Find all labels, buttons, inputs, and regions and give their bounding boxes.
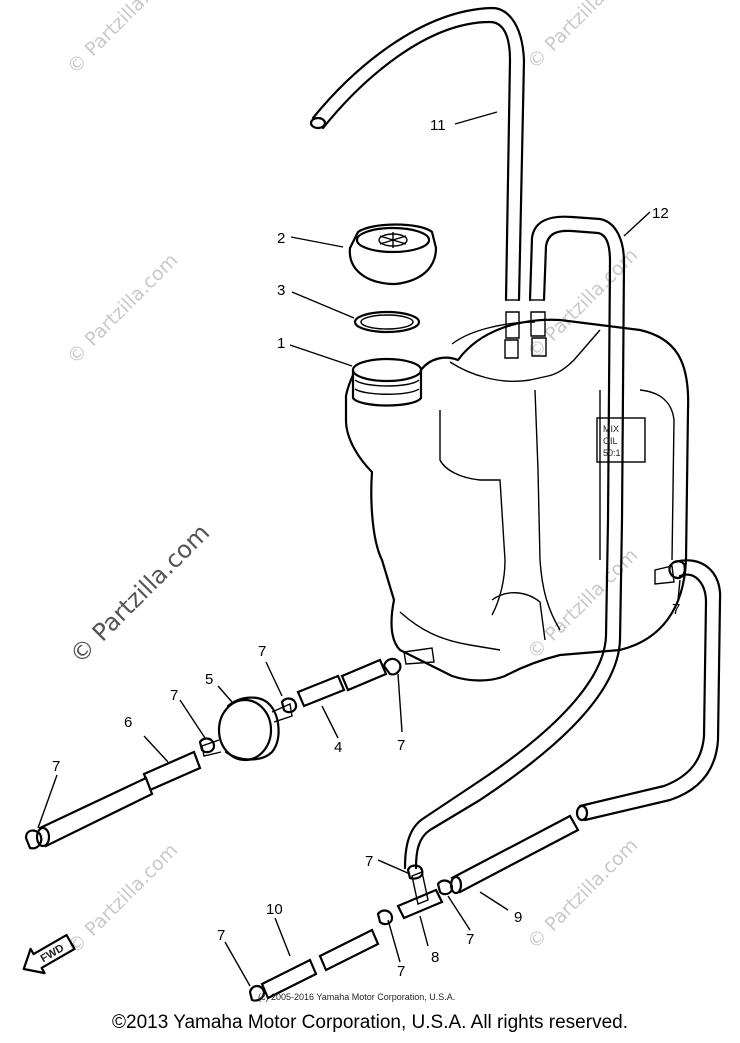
oil-tank: MIX OIL 50:1 bbox=[289, 318, 690, 682]
side-return-hose bbox=[575, 559, 722, 822]
label-part-7-filter-right: 7 bbox=[258, 643, 266, 660]
watermark-mid-left: © Partzilla.com bbox=[63, 249, 182, 368]
label-part-10: 10 bbox=[266, 901, 283, 918]
watermark-top-right: © Partzilla.com bbox=[523, 0, 642, 74]
hose-6 bbox=[24, 735, 202, 850]
label-part-7-bottom-left: 7 bbox=[217, 927, 225, 944]
label-part-7-filter-left: 7 bbox=[170, 687, 178, 704]
hose-12 bbox=[403, 211, 651, 870]
fwd-arrow: FWD bbox=[22, 933, 76, 975]
tank-label-line1: MIX bbox=[603, 424, 619, 434]
label-part-3: 3 bbox=[277, 282, 285, 299]
copyright-footer: ©2013 Yamaha Motor Corporation, U.S.A. A… bbox=[112, 1012, 628, 1033]
label-part-7-bottom-mid: 7 bbox=[397, 963, 405, 980]
label-part-7-tjoint-right: 7 bbox=[466, 931, 474, 948]
label-part-2: 2 bbox=[277, 230, 285, 247]
watermark-center: © Partzilla.com bbox=[64, 518, 215, 669]
tank-cap-2 bbox=[290, 223, 438, 286]
inner-copyright: (c) 2005-2016 Yamaha Motor Corporation, … bbox=[258, 992, 455, 1002]
vent-hose-11 bbox=[309, 6, 526, 339]
label-part-7-side: 7 bbox=[672, 601, 680, 618]
label-part-7-tank-outlet: 7 bbox=[397, 737, 405, 754]
watermark-bottom-left: © Partzilla.com bbox=[63, 839, 182, 958]
label-part-1: 1 bbox=[277, 335, 285, 352]
label-part-5: 5 bbox=[205, 671, 213, 688]
part-labels: 11 12 2 3 1 5 7 7 6 4 7 7 7 7 9 7 8 10 7… bbox=[52, 117, 680, 980]
hose-10 bbox=[248, 917, 380, 1002]
label-part-7-left-end: 7 bbox=[52, 758, 60, 775]
label-part-11: 11 bbox=[430, 117, 446, 134]
label-part-12: 12 bbox=[652, 205, 669, 222]
watermark-bottom-right: © Partzilla.com bbox=[523, 834, 642, 953]
label-part-8: 8 bbox=[431, 949, 439, 966]
t-joint-8 bbox=[376, 864, 454, 947]
clip-leaders-7 bbox=[37, 579, 681, 987]
label-part-9: 9 bbox=[514, 909, 522, 926]
label-part-6: 6 bbox=[124, 714, 132, 731]
fuel-filter-5 bbox=[198, 685, 298, 762]
label-part-4: 4 bbox=[334, 739, 342, 756]
label-part-7-tjoint-top: 7 bbox=[365, 853, 373, 870]
tank-label-line2: OIL bbox=[603, 436, 618, 446]
tank-label-line3: 50:1 bbox=[603, 448, 621, 458]
hose-9 bbox=[449, 814, 580, 911]
o-ring-3 bbox=[291, 291, 421, 334]
watermark-top-left: © Partzilla.com bbox=[63, 0, 182, 79]
hose-4 bbox=[296, 657, 402, 739]
watermarks: © Partzilla.com © Partzilla.com © Partzi… bbox=[63, 0, 642, 959]
